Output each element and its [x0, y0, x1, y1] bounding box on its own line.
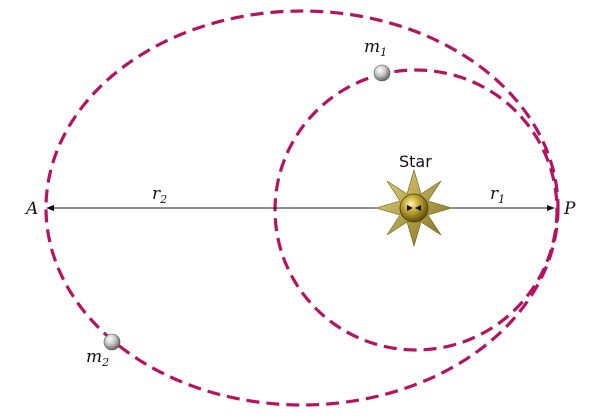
m2-label: m2 — [86, 347, 109, 369]
r2-label-main: r — [152, 184, 161, 204]
planet-m2-icon — [103, 333, 121, 351]
r2-label: r2 — [152, 184, 167, 206]
perihelion-label: P — [563, 199, 576, 219]
r1-label-sub: 1 — [498, 193, 505, 206]
m1-label-main: m — [364, 37, 380, 57]
m2-label-sub: 2 — [101, 356, 109, 369]
inner-orbit — [273, 68, 559, 352]
m2-label-main: m — [86, 347, 102, 367]
star-label: Star — [399, 152, 432, 171]
r1-label-main: r — [490, 184, 499, 204]
r1-label: r1 — [490, 184, 505, 206]
star-icon — [374, 168, 454, 248]
planet-m1-icon — [373, 64, 391, 82]
aphelion-label: A — [24, 199, 38, 219]
r2-label-sub: 2 — [159, 193, 167, 206]
m1-label-sub: 1 — [380, 46, 387, 59]
m1-label: m1 — [364, 37, 387, 59]
